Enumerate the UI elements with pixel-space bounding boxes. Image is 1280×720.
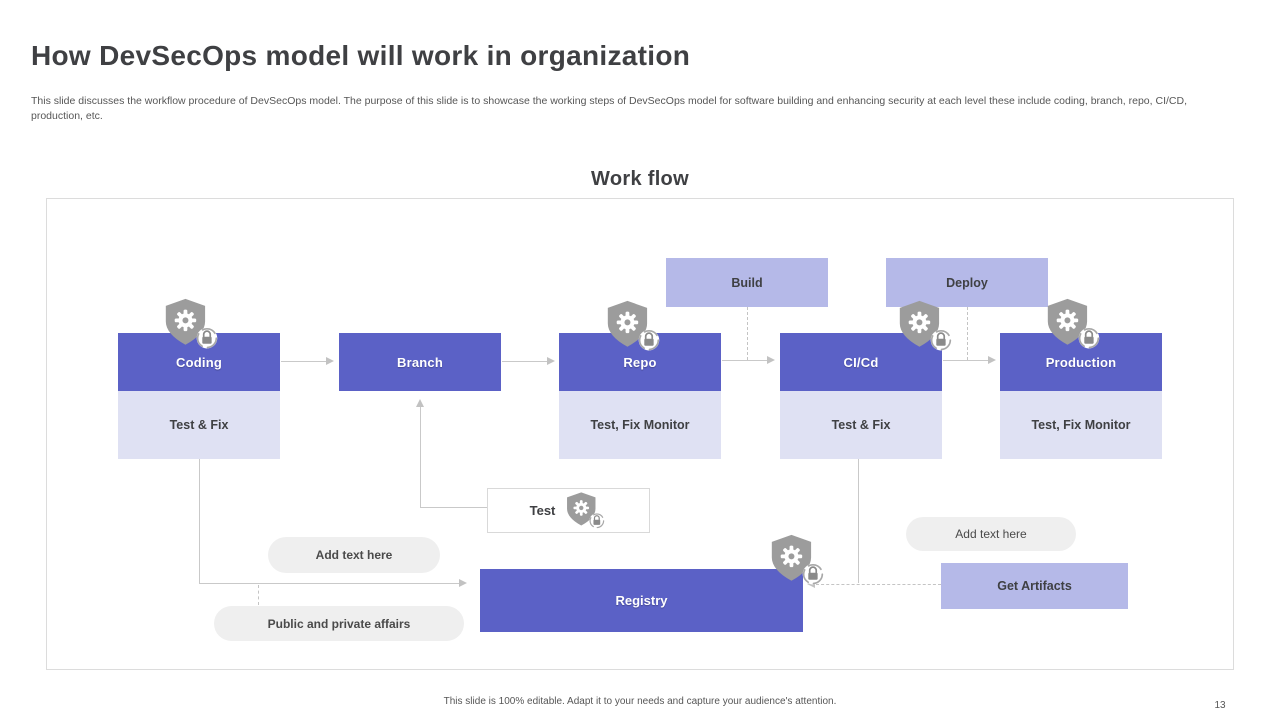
build-box[interactable]: Build	[666, 258, 828, 307]
stage-sub-coding[interactable]: Test & Fix	[118, 391, 280, 459]
add-text-pill-left[interactable]: Add text here	[268, 537, 440, 573]
connector-cicd-registry-vertical	[858, 459, 859, 583]
stage-label-cicd: CI/Cd	[843, 354, 879, 370]
stage-sub-label-coding: Test & Fix	[169, 418, 229, 432]
slide-description: This slide discusses the workflow proced…	[31, 95, 1187, 122]
shield-gear-lock-icon	[565, 491, 607, 530]
stage-box-coding[interactable]: Coding	[118, 333, 280, 391]
shield-gear-lock-icon	[897, 299, 955, 353]
stage-label-coding: Coding	[176, 354, 222, 370]
registry-box[interactable]: Registry	[480, 569, 803, 632]
stage-sub-label-repo: Test, Fix Monitor	[590, 418, 690, 432]
page-title: How DevSecOps model will work in organiz…	[31, 40, 691, 71]
connector-repo-cicd	[722, 360, 767, 361]
test-box[interactable]: Test	[487, 488, 650, 533]
connector-coding-registry-horizontal	[199, 583, 459, 584]
stage-label-production: Production	[1045, 354, 1117, 370]
stage-sub-label-cicd: Test & Fix	[831, 418, 891, 432]
shield-gear-lock-icon	[605, 299, 663, 353]
add-text-label-right: Add text here	[955, 527, 1027, 541]
registry-label: Registry	[615, 593, 668, 608]
slide-footer-note: This slide is 100% editable. Adapt it to…	[443, 696, 837, 707]
stage-sub-cicd[interactable]: Test & Fix	[780, 391, 942, 459]
connector-branch-repo	[502, 361, 547, 362]
connector-test-branch-vertical	[420, 407, 421, 507]
public-private-pill[interactable]: Public and private affairs	[214, 606, 464, 641]
connector-coding-registry-vertical	[199, 459, 200, 583]
deploy-label: Deploy	[946, 275, 988, 290]
add-text-label-left: Add text here	[315, 548, 393, 562]
stage-sub-repo[interactable]: Test, Fix Monitor	[559, 391, 721, 459]
stage-label-repo: Repo	[623, 354, 657, 370]
arrowhead-repo-cicd-icon	[767, 356, 775, 364]
get-artifacts-box[interactable]: Get Artifacts	[941, 563, 1128, 609]
add-text-pill-right[interactable]: Add text here	[906, 517, 1076, 551]
arrowhead-test-branch-icon	[416, 399, 424, 407]
connector-public-private-drop	[258, 585, 259, 605]
stage-box-branch[interactable]: Branch	[339, 333, 501, 391]
public-private-label: Public and private affairs	[267, 616, 411, 631]
shield-gear-lock-icon	[163, 297, 221, 351]
get-artifacts-label: Get Artifacts	[997, 579, 1072, 593]
shield-gear-lock-icon	[769, 533, 827, 587]
connector-test-branch-horizontal	[420, 507, 487, 508]
connector-artifacts-registry	[816, 584, 941, 585]
stage-sub-label-production: Test, Fix Monitor	[1031, 418, 1131, 432]
test-label: Test	[529, 503, 556, 518]
shield-gear-lock-icon	[1045, 297, 1103, 351]
connector-coding-branch	[281, 361, 326, 362]
arrowhead-branch-repo-icon	[547, 357, 555, 365]
arrowhead-coding-registry-icon	[459, 579, 467, 587]
workflow-heading: Work flow	[591, 168, 689, 190]
page-number: 13	[1214, 700, 1226, 711]
deploy-box[interactable]: Deploy	[886, 258, 1048, 307]
build-label: Build	[731, 275, 763, 290]
connector-build-drop	[747, 307, 748, 360]
arrowhead-coding-branch-icon	[326, 357, 334, 365]
arrowhead-cicd-production-icon	[988, 356, 996, 364]
stage-sub-production[interactable]: Test, Fix Monitor	[1000, 391, 1162, 459]
connector-deploy-drop	[967, 307, 968, 360]
stage-label-branch: Branch	[397, 354, 443, 370]
connector-cicd-production	[943, 360, 988, 361]
